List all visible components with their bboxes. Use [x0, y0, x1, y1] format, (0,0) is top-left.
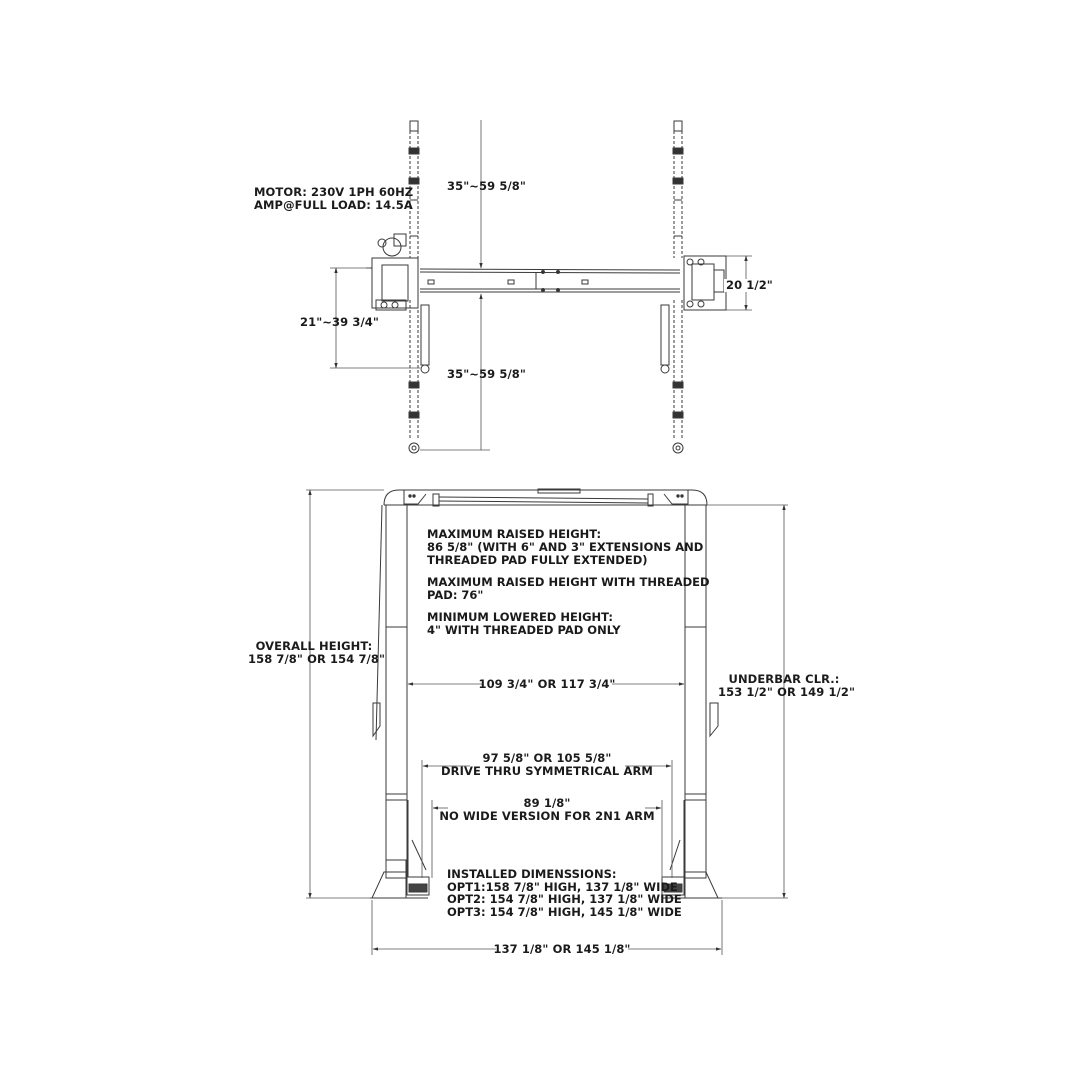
- min-lowered-title: MINIMUM LOWERED HEIGHT:: [427, 610, 613, 624]
- overhead-crossbar: [383, 488, 708, 507]
- dim-arm-upper-label: 35"~59 5/8": [447, 179, 526, 193]
- max-raised-line2: 86 5/8" (WITH 6" AND 3" EXTENSIONS AND: [427, 540, 704, 554]
- left-carriage: [366, 233, 419, 311]
- top-view: [330, 120, 752, 454]
- left-arm-lower: [408, 300, 430, 454]
- right-arm-upper: [672, 120, 684, 258]
- left-column: [370, 504, 430, 899]
- underbar-value: 153 1/2" OR 149 1/2": [718, 685, 856, 699]
- dim-arm-lower-label: 35"~59 5/8": [447, 367, 526, 381]
- max-raised-pad-note: MAXIMUM RAISED HEIGHT WITH THREADED PAD:…: [427, 575, 710, 602]
- front-view: [306, 488, 788, 955]
- overall-width-label: 137 1/8" OR 145 1/8": [493, 942, 631, 956]
- drive-thru-value: 97 5/8" OR 105 5/8": [482, 751, 612, 765]
- left-arm-upper: [408, 120, 420, 258]
- drive-thru-caption: DRIVE THRU SYMMETRICAL ARM: [441, 764, 653, 778]
- no-wide-label: 89 1/8" NO WIDE VERSION FOR 2N1 ARM: [438, 797, 656, 823]
- motor-spec: MOTOR: 230V 1PH 60HZ AMP@FULL LOAD: 14.5…: [254, 186, 413, 212]
- drive-thru-label: 97 5/8" OR 105 5/8" DRIVE THRU SYMMETRIC…: [430, 752, 664, 778]
- front-dimensions: [306, 489, 788, 955]
- installed-opt3: OPT3: 154 7/8" HIGH, 145 1/8" WIDE: [447, 904, 682, 919]
- no-wide-value: 89 1/8": [523, 796, 571, 810]
- top-dimensions: [330, 120, 752, 451]
- max-raised-pad-line2: PAD: 76": [427, 588, 484, 602]
- overall-height-label: OVERALL HEIGHT: 158 7/8" OR 154 7/8": [248, 639, 386, 666]
- right-arm-lower: [660, 300, 684, 454]
- motor-spec-line2: AMP@FULL LOAD: 14.5A: [254, 198, 413, 212]
- underbar-clearance-label: UNDERBAR CLR.: 153 1/2" OR 149 1/2": [718, 672, 856, 699]
- overall-height-value: 158 7/8" OR 154 7/8": [248, 652, 386, 666]
- right-column: [661, 504, 722, 899]
- no-wide-caption: NO WIDE VERSION FOR 2N1 ARM: [439, 809, 655, 823]
- installed-title: INSTALLED DIMENSSIONS:: [447, 867, 617, 881]
- overall-height-title: OVERALL HEIGHT:: [255, 639, 373, 653]
- right-carriage: [683, 255, 727, 311]
- min-lowered-note: MINIMUM LOWERED HEIGHT: 4" WITH THREADED…: [427, 611, 697, 637]
- dim-carriage-label: 20 1/2": [724, 278, 775, 292]
- underbar-title: UNDERBAR CLR.:: [728, 672, 840, 686]
- dim-arm-short-label: 21"~39 3/4": [300, 315, 379, 329]
- max-raised-pad-line1: MAXIMUM RAISED HEIGHT WITH THREADED: [427, 575, 710, 589]
- max-raised-title: MAXIMUM RAISED HEIGHT:: [427, 527, 602, 541]
- motor-spec-line1: MOTOR: 230V 1PH 60HZ: [254, 185, 414, 199]
- min-lowered-line2: 4" WITH THREADED PAD ONLY: [427, 623, 621, 637]
- height-notes: MAXIMUM RAISED HEIGHT: 86 5/8" (WITH 6" …: [427, 527, 710, 646]
- max-raised-line3: THREADED PAD FULLY EXTENDED): [427, 553, 648, 567]
- max-raised-height-note: MAXIMUM RAISED HEIGHT: 86 5/8" (WITH 6" …: [427, 527, 704, 567]
- installed-dimensions: INSTALLED DIMENSSIONS: OPT1:158 7/8" HIG…: [447, 868, 682, 918]
- overhead-beam-top: [419, 268, 681, 293]
- installed-opt2: OPT2: 154 7/8" HIGH, 137 1/8" WIDE: [447, 892, 682, 906]
- installed-opt1: OPT1:158 7/8" HIGH, 137 1/8" WIDE: [447, 879, 678, 894]
- inside-columns-label: 109 3/4" OR 117 3/4": [478, 677, 616, 691]
